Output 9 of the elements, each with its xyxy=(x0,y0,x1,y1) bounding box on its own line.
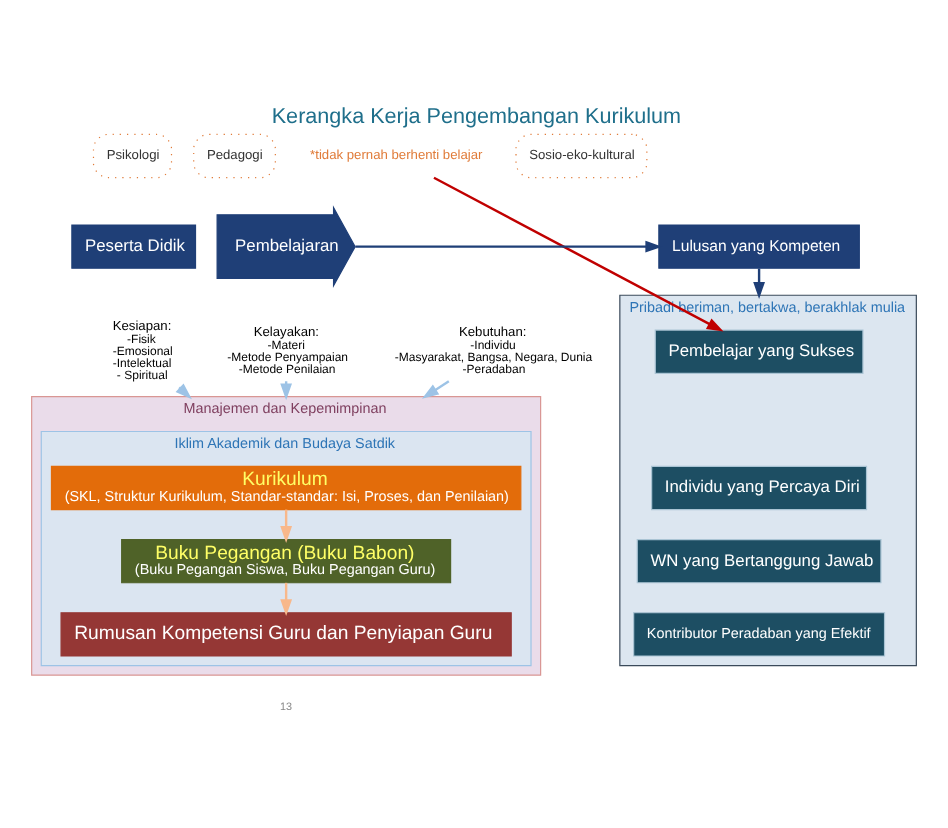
node-box: Rumusan Kompetensi Guru dan Penyiapan Guru xyxy=(60,611,512,656)
diagram-title: Kerangka Kerja Pengembangan Kurikulum xyxy=(271,103,682,128)
arrow xyxy=(355,239,663,252)
node-box: Pembelajar yang Sukses xyxy=(654,328,864,373)
node-box: Individu yang Percaya Diri xyxy=(651,464,868,510)
arrow xyxy=(421,379,450,398)
node-box: Peserta Didik xyxy=(71,223,197,268)
arrow xyxy=(433,175,724,331)
node-box: WN yang Bertanggung Jawab xyxy=(636,537,882,583)
